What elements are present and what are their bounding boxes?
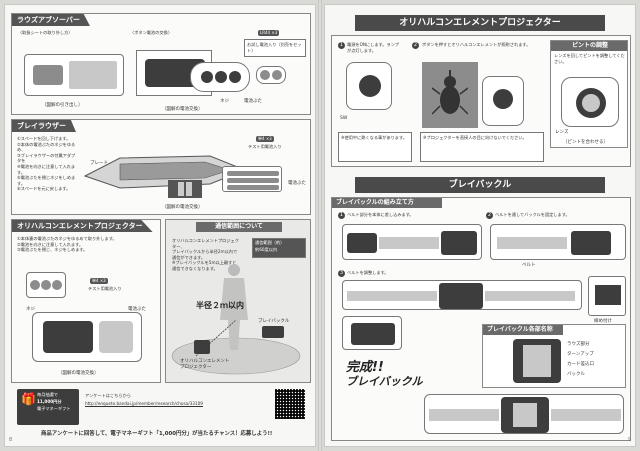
battery-cover-label: 電池ぶた xyxy=(244,99,262,104)
communication-range-panel: 通信範囲について オリハルコンエレメントプロジェクター、 ブレイバックルから半径… xyxy=(165,219,311,383)
battery-note-box: お試し電池入り（別売をセット） xyxy=(244,39,306,57)
buckle-parts-image xyxy=(513,339,561,383)
buckle-step2-illustration xyxy=(490,224,626,260)
projector-battery-note: テスト用電池入り xyxy=(88,286,122,291)
blay-rouzer-section: ブレイラウザー ①スペードを回し下げます。 ②本体の電池ぶたのネジをゆるめ、 ③… xyxy=(11,119,311,215)
projector-hand-illustration xyxy=(482,76,524,126)
projector-step1: 電源をONにします。ランプが点灯します。 xyxy=(347,42,399,53)
buckle-step4: 締め付け xyxy=(594,319,612,324)
projector-caution-right: ※プロジェクターを直接人の目に向けないでください。 xyxy=(420,132,544,162)
completed-buckle-illustration xyxy=(424,394,624,434)
projector-steps: ①本体裏の電池ぶたのネジをゆるめて取り外します。 ②電池を向きに注意して入れます… xyxy=(17,236,117,253)
book-spine xyxy=(318,0,322,451)
loose-battery-illustration xyxy=(256,66,286,84)
parts-diagram-title: ブレイバックル各部名称 xyxy=(483,325,563,335)
belt-label: ベルト xyxy=(522,263,536,268)
range-title: 通信範囲について xyxy=(196,222,282,232)
buckle-step2: ベルトを通してバックルを固定します。 xyxy=(495,212,570,217)
blay-rouzer-title: ブレイラウザー xyxy=(12,120,76,132)
projector-device-illustration xyxy=(346,62,392,110)
range-buckle-icon xyxy=(262,326,284,338)
focus-note: レンズを回してピントを調整してください。 xyxy=(554,53,625,64)
rouse-absorber-section: ラウズアブソーバー 〈取扱シートの取り外し方〉 〈ボタン電池の交換〉 〔図解の引… xyxy=(11,13,311,115)
part-label-3: バックル xyxy=(567,372,585,377)
buckle-step3: ベルトを調整します。 xyxy=(347,270,389,275)
focus-adjust-panel: ピントの調整 レンズを回してピントを調整してください。 レンズ 〔ピントを合わせ… xyxy=(550,40,628,148)
battery-compartment-illustration xyxy=(190,62,250,92)
focus-lens-illustration xyxy=(561,77,619,127)
left-page-number: 8 xyxy=(9,437,13,443)
range-projector-icon xyxy=(194,340,210,354)
absorber-illustration-1 xyxy=(24,54,124,96)
gift-badge: 🎁 毎月抽選で 11,000円分 電子マネーギフト xyxy=(17,389,79,425)
rouse-absorber-title: ラウズアブソーバー xyxy=(12,14,90,26)
battery-type-chip: LR44 ×3 xyxy=(258,30,280,36)
survey-url[interactable]: http://enquete.bandai.jp/member/research… xyxy=(85,401,203,406)
blade-label: ブレード xyxy=(90,161,108,166)
projector-caution-left: ※使用中に熱くなる事があります。 xyxy=(338,132,412,162)
blay-rouzer-illustration xyxy=(83,155,247,198)
part-label-2: カード差込口 xyxy=(567,362,594,367)
assembly-title: ブレイバックルの組み立て方 xyxy=(332,198,442,208)
range-device-top: ブレイバックル xyxy=(258,319,290,324)
buckle-clip-illustration xyxy=(588,276,626,316)
blay-rouzer-steps: ①スペードを回し下げます。 ②本体の電池ぶたのネジをゆるめ、 ③ブレイラウザーの… xyxy=(17,136,76,192)
projector-banner: オリハルコンエレメントプロジェクター xyxy=(355,15,605,31)
range-device-bottom: オリハルコンエレメント プロジェクター xyxy=(180,359,230,370)
tab-removal-caption: 〈取扱シートの取り外し方〉 xyxy=(18,30,73,35)
projector-body-illustration xyxy=(32,312,142,362)
projector-step2: ボタンを押すとオリハルコンエレメントが照射されます。 xyxy=(422,42,531,47)
absorber-caption-a: 〔図解の引き出し〕 xyxy=(42,103,83,108)
part-label-0: ラウズ部分 xyxy=(567,342,590,347)
right-page-number: 9 xyxy=(627,437,631,443)
part-label-1: ターンアップ xyxy=(567,352,594,357)
blay-cover-label: 電池ぶた xyxy=(288,181,306,186)
survey-qr-code[interactable] xyxy=(275,389,305,419)
projector-batteries-illustration xyxy=(26,272,66,298)
survey-note: アンケートはこちらから xyxy=(85,393,131,398)
beetle-projection-icon xyxy=(432,70,468,115)
focus-title: ピントの調整 xyxy=(551,41,627,51)
projector-battery-section: オリハルコンエレメントプロジェクター ①本体裏の電池ぶたのネジをゆるめて取り外し… xyxy=(11,219,161,383)
signal-label-box: 通信範囲（約） 約60度以内 xyxy=(252,238,306,258)
projector-battery-chip: 単4 ×3 xyxy=(90,278,108,284)
projector-usage-section: 1 電源をONにします。ランプが点灯します。 SW 2 ボタンを押すとオリハルコ… xyxy=(331,35,631,167)
radius-label: 半径２ｍ以内 xyxy=(196,301,244,310)
projector-figure-caption: 〔図解の電池交換〕 xyxy=(58,371,99,376)
right-page: オリハルコンエレメントプロジェクター 1 電源をONにします。ランプが点灯します… xyxy=(324,4,636,447)
blay-battery-chip: 単4 ×3 xyxy=(256,136,274,142)
screw-label: ネジ xyxy=(220,99,229,104)
gift-icon: 🎁 xyxy=(21,392,36,406)
focus-caption: 〔ピントを合わせる〕 xyxy=(563,140,608,145)
projector-screw-label: ネジ xyxy=(26,307,35,312)
lens-label: レンズ xyxy=(555,130,569,135)
projector-battery-title: オリハルコンエレメントプロジェクター xyxy=(12,220,153,232)
buckle-banner: ブレイバックル xyxy=(355,177,605,193)
projector-cover-label: 電池ぶた xyxy=(128,307,146,312)
buckle-side-illustration xyxy=(342,316,402,350)
absorber-caption-b: 〔図解の電池交換〕 xyxy=(162,107,203,112)
blay-battery-note: テスト用電池入り xyxy=(248,144,282,149)
buckle-step1: ベルト部分を本体に差し込みます。 xyxy=(347,212,414,217)
complete-title-1: 完成!! xyxy=(346,360,384,375)
blay-battery-illustration xyxy=(222,166,282,192)
complete-title-2: ブレイバックル xyxy=(346,375,423,388)
buckle-step3-illustration xyxy=(342,280,582,310)
left-page: ラウズアブソーバー 〈取扱シートの取り外し方〉 〈ボタン電池の交換〉 〔図解の引… xyxy=(4,4,316,447)
buckle-assembly-section: ブレイバックルの組み立て方 1 ベルト部分を本体に差し込みます。 2 ベルトを通… xyxy=(331,197,631,441)
buckle-step1-illustration xyxy=(342,224,482,260)
survey-banner: 商品アンケートに回答して、電子マネーギフト「1,000円分」が当たるチャンス！応… xyxy=(41,431,273,437)
buckle-parts-diagram: ブレイバックル各部名称 ラウズ部分 ターンアップ カード差込口 バックル xyxy=(482,324,626,388)
range-body: オリハルコンエレメントプロジェクター、 ブレイバックルから半径2m以内で 通信が… xyxy=(172,238,239,271)
battery-change-caption: 〈ボタン電池の交換〉 xyxy=(130,30,172,35)
blay-figure-caption: 〔図解の電池交換〕 xyxy=(162,205,203,210)
sw-label: SW xyxy=(340,116,348,121)
